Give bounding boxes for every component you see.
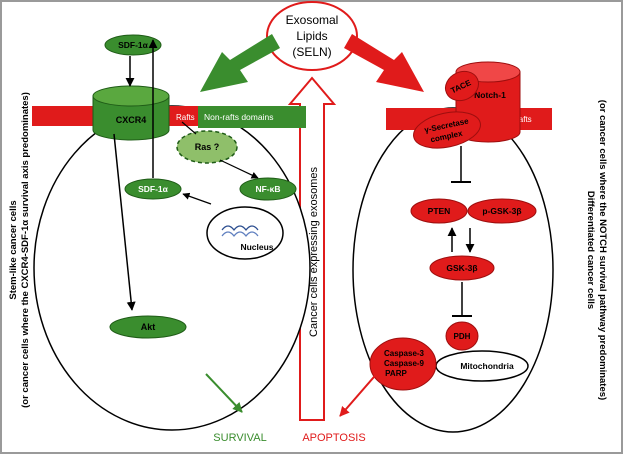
nucleus xyxy=(206,206,284,260)
sdf1a-inner-node xyxy=(124,178,182,200)
left-side-label-2: (or cancer cells where the CXCR4-SDF-1α … xyxy=(20,92,31,408)
non-rafts-label: Non-rafts domains xyxy=(204,112,273,122)
sdf1a-top-label: SDF-1α xyxy=(118,40,149,50)
cxcr4-receptor xyxy=(92,95,170,141)
left-cell-membrane xyxy=(33,105,311,431)
notch1-label: Notch-1 xyxy=(474,90,506,100)
sdf1a-inner-label: SDF-1α xyxy=(138,184,169,194)
dna-squiggle-2 xyxy=(221,231,259,237)
right-rafts-label: Rafts xyxy=(513,115,532,124)
survival-arrow xyxy=(205,373,243,413)
pdh-node xyxy=(445,321,479,351)
ras-node xyxy=(176,130,238,164)
non-rafts-band xyxy=(198,106,306,128)
caspase-label-1: Caspase-3 xyxy=(384,349,425,358)
exosome-vertical-label: Cancer cells expressing exosomes xyxy=(308,167,320,337)
pten-label: PTEN xyxy=(428,206,451,216)
cxcr4-to-akt-arrow xyxy=(113,133,136,311)
apoptosis-label: APOPTOSIS xyxy=(302,432,365,444)
exosome-up-arrow xyxy=(287,76,337,421)
gsk3b-label: GSK-3β xyxy=(446,263,477,273)
pten-node xyxy=(410,198,468,224)
exosomal-label-1: Exosomal xyxy=(286,13,339,27)
cxcr4-label: CXCR4 xyxy=(116,115,147,125)
caspase-label-2: Caspase-9 xyxy=(384,359,425,368)
red-delivery-arrow xyxy=(344,34,424,92)
left-side-label-1: Stem-like cancer cells xyxy=(8,200,19,299)
right-side-label-1: Differentiated cancer cells xyxy=(585,191,596,309)
left-rafts-label: Rafts xyxy=(176,113,195,122)
pgsk3b-node xyxy=(467,198,537,224)
right-side-label-2: (or cancer cells where the NOTCH surviva… xyxy=(597,100,608,400)
ras-to-nfkb-arrow xyxy=(219,159,259,179)
pdh-label: PDH xyxy=(454,332,471,341)
mitochondria-label: Mitochondria xyxy=(460,361,514,371)
membrane-to-ras-line xyxy=(181,121,197,135)
caspase-node xyxy=(369,337,437,391)
cxcr4-receptor-top xyxy=(92,85,170,107)
exosomal-lipids-circle xyxy=(266,1,358,71)
nfkb-node xyxy=(239,177,297,201)
pgsk3b-label: p-GSK-3β xyxy=(482,206,521,216)
survival-label: SURVIVAL xyxy=(213,432,266,444)
tace-node xyxy=(444,70,480,102)
apoptosis-arrow xyxy=(339,369,381,417)
gsk3b-node xyxy=(429,255,495,281)
exosomal-label-2: Lipids xyxy=(296,29,327,43)
nucleus-label: Nucleus xyxy=(240,242,273,252)
akt-node xyxy=(109,315,187,339)
gamma-secretase-node xyxy=(413,111,481,149)
sdf1a-ligand xyxy=(104,34,162,56)
green-delivery-arrow xyxy=(200,34,280,92)
nfkb-label: NF-κB xyxy=(255,184,280,194)
akt-label: Akt xyxy=(141,322,156,332)
caspase-label-3: PARP xyxy=(385,369,407,378)
exosomal-label-3: (SELN) xyxy=(292,45,331,59)
nucleus-to-sdf-arrow xyxy=(182,192,212,205)
ras-label: Ras ? xyxy=(195,142,220,152)
dna-squiggle-1 xyxy=(221,225,259,231)
